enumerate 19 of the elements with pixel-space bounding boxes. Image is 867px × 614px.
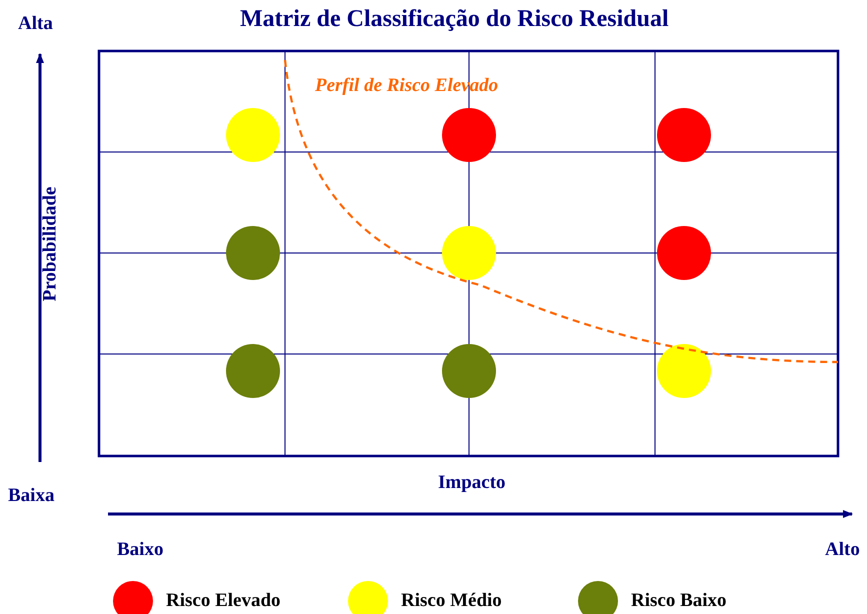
risk-circle xyxy=(442,108,496,162)
risk-circle xyxy=(226,344,280,398)
legend-label: Risco Médio xyxy=(401,590,502,612)
axis-label: Alta xyxy=(18,13,53,35)
risk-circle xyxy=(226,226,280,280)
axis-title: Probabilidade xyxy=(39,186,62,302)
risk-circle xyxy=(657,344,711,398)
axis-label: Baixa xyxy=(8,485,54,507)
risk-circle xyxy=(442,226,496,280)
risk-circle xyxy=(442,344,496,398)
legend-label: Risco Baixo xyxy=(631,590,727,612)
risk-circle xyxy=(226,108,280,162)
risk-circle xyxy=(657,108,711,162)
legend-label: Risco Elevado xyxy=(166,590,281,612)
risk-circle xyxy=(657,226,711,280)
axis-title: Impacto xyxy=(438,472,506,494)
chart-title: Matriz de Classificação do Risco Residual xyxy=(240,6,669,33)
axis-label: Alto xyxy=(825,539,860,561)
axis-label: Baixo xyxy=(117,539,164,561)
